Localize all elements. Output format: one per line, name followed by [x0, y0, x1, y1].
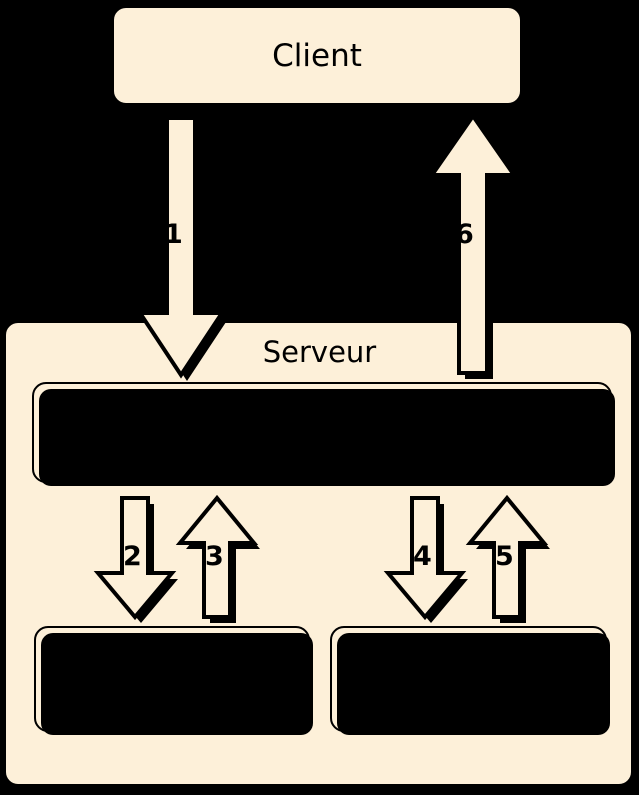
- arrow-2-controleur-to-modeles: [90, 495, 185, 625]
- node-modeles[interactable]: Modèles: [34, 626, 313, 735]
- node-modeles-label: Modèles: [111, 662, 233, 696]
- arrow-6-label: 6: [455, 219, 474, 250]
- node-client[interactable]: Client: [112, 6, 525, 108]
- arrow-1-label: 1: [164, 219, 183, 250]
- arrow-4-controleur-to-vues: [380, 495, 475, 625]
- node-client-label: Client: [272, 37, 362, 74]
- node-controleur-label: Contrôleur: [242, 415, 402, 450]
- arrow-3-label: 3: [205, 541, 224, 572]
- arrow-2-label: 2: [123, 541, 142, 572]
- arrow-5-vues-to-controleur: [462, 494, 557, 625]
- arrow-6-controleur-to-client: [423, 112, 523, 385]
- node-vues-label: Vues: [433, 662, 504, 696]
- arrow-5-label: 5: [495, 541, 514, 572]
- arrow-1-client-to-controleur: [131, 113, 231, 385]
- node-serveur-label: Serveur: [262, 335, 377, 369]
- arrow-3-modeles-to-controleur: [172, 494, 267, 625]
- arrow-4-label: 4: [413, 541, 432, 572]
- node-controleur[interactable]: Contrôleur: [32, 382, 615, 486]
- node-vues[interactable]: Vues: [330, 626, 610, 735]
